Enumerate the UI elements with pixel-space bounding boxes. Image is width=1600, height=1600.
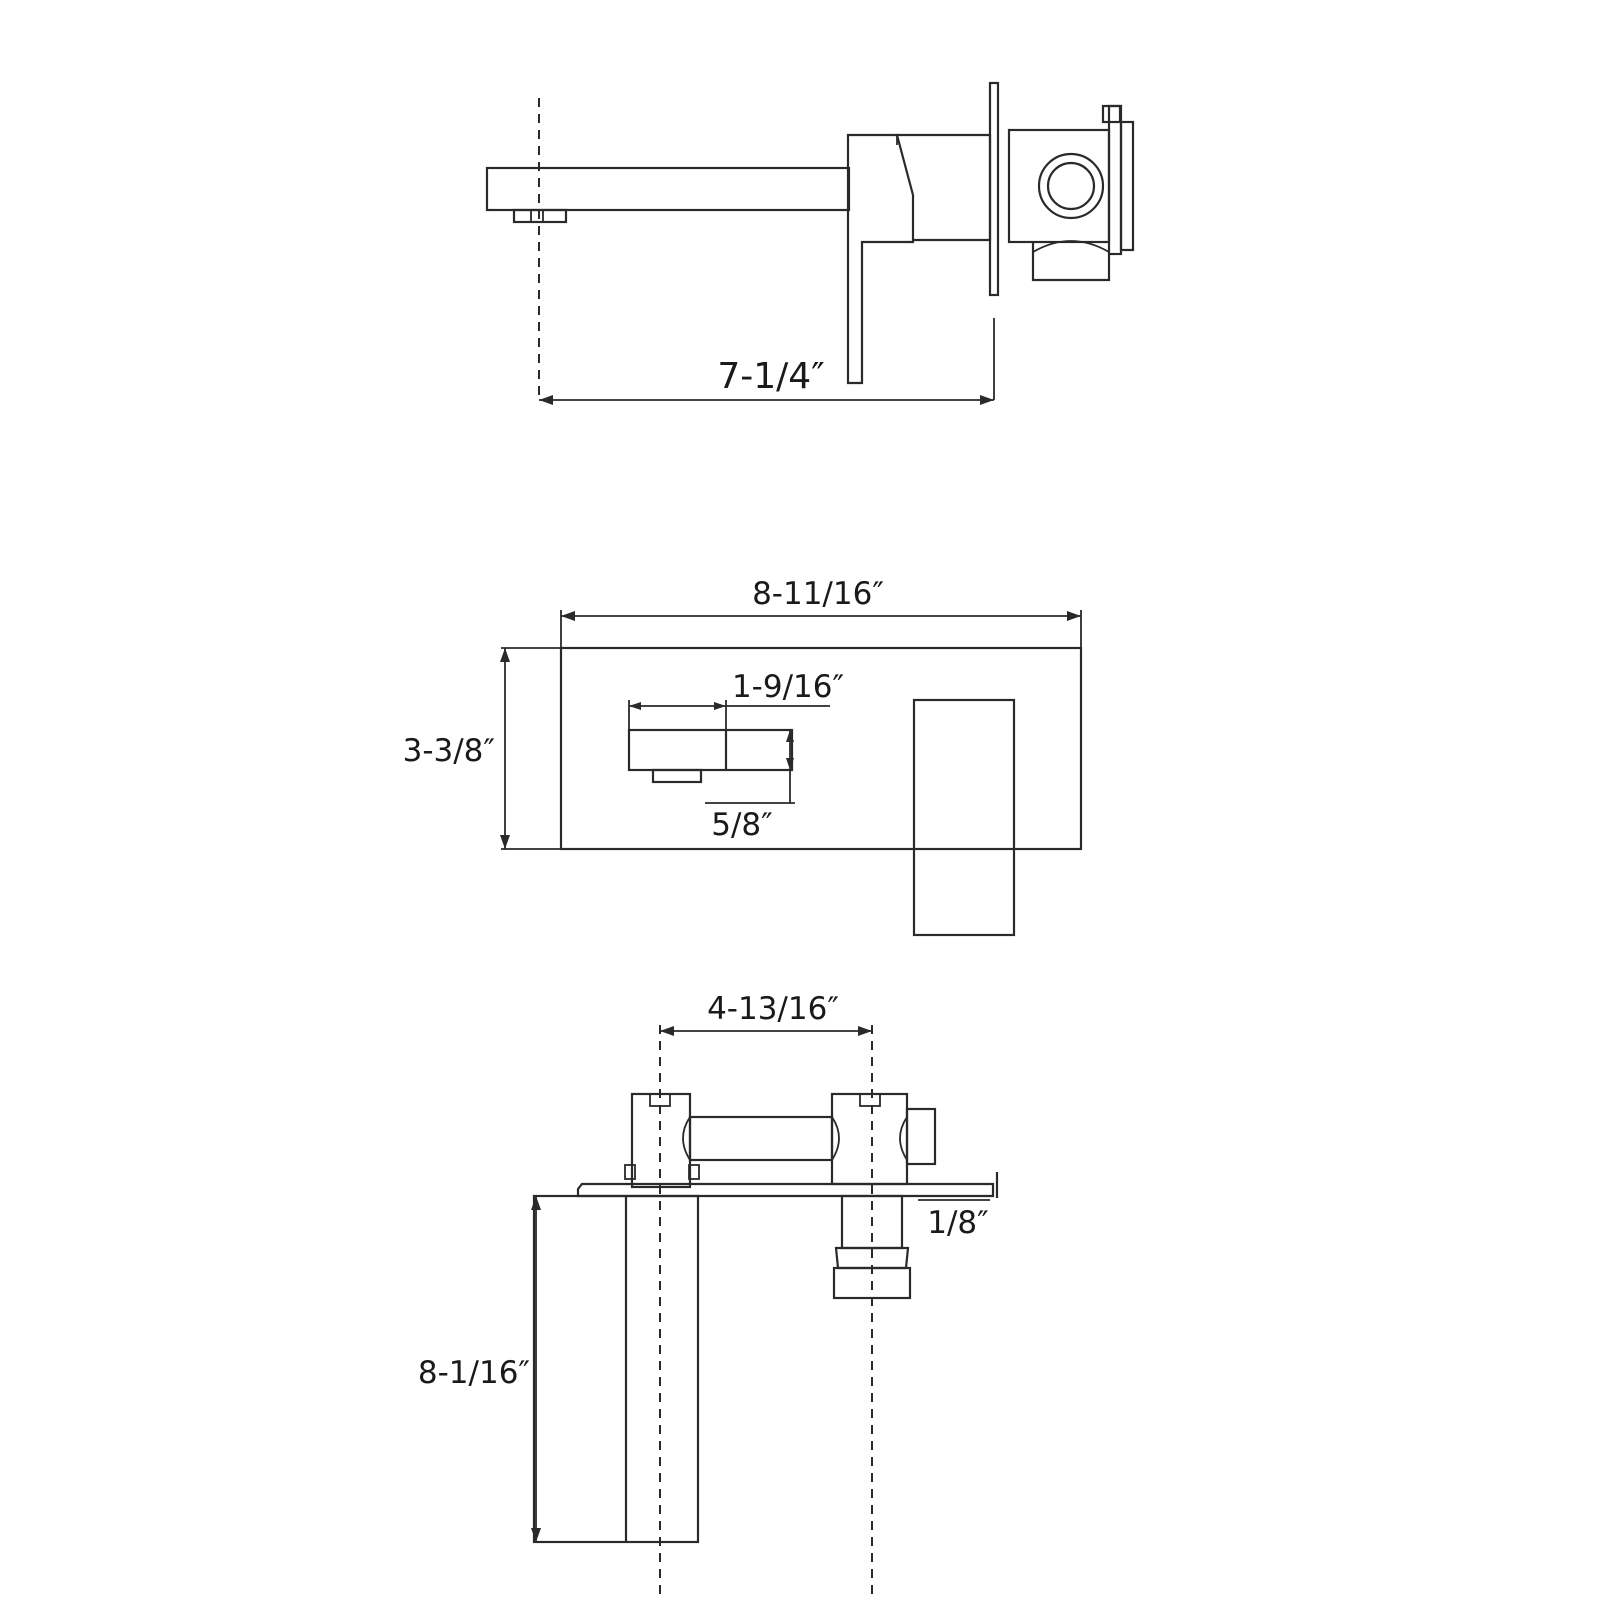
side-handle: [846, 133, 915, 385]
front-handle: [912, 698, 1016, 937]
width-arrow-right: [1067, 611, 1081, 621]
plate-thickness-label: 1/8″: [927, 1205, 988, 1241]
side-valve-outlet-curve: [1032, 240, 1110, 253]
side-valve-port-inner: [1046, 161, 1096, 211]
front-aerator: [651, 768, 703, 784]
plan-right-curve-right: [899, 1116, 908, 1161]
plan-right-curve-left: [831, 1116, 840, 1161]
plan-pipe-curve-left: [682, 1116, 691, 1161]
plan-wall-plate: [576, 1182, 995, 1198]
side-body: [895, 133, 992, 242]
spout-height-arrow-bottom: [786, 758, 794, 770]
height-arrow-top: [500, 648, 510, 662]
side-valve-cap-outer: [1119, 120, 1135, 252]
front-view: 8-11/16″ 3-3/8″ 1-9/16″ 5/8″: [403, 576, 1083, 937]
plan-left-block-cap: [649, 1093, 671, 1107]
spout-height-arrow-top: [786, 730, 794, 742]
plan-handle-knob: [832, 1266, 912, 1300]
side-aerator-inner: [530, 209, 544, 223]
height-arrow-bottom: [500, 835, 510, 849]
plan-spout: [532, 1194, 700, 1544]
side-valve-port-outer: [1037, 152, 1105, 220]
plate-height-label: 3-3/8″: [403, 733, 495, 769]
spout-height-label: 5/8″: [711, 807, 772, 843]
reach-arrow-left: [539, 395, 553, 405]
plan-right-block: [830, 1092, 909, 1186]
plan-right-cap: [905, 1107, 937, 1166]
centers-label: 4-13/16″: [707, 991, 839, 1027]
side-spout: [485, 166, 851, 212]
plan-right-block-cap: [859, 1093, 881, 1107]
side-valve-outlet: [1031, 242, 1111, 282]
spout-width-label: 1-9/16″: [732, 669, 844, 705]
side-wall-plate: [988, 81, 1000, 297]
spout-width-arrow-right: [714, 702, 726, 710]
width-arrow-left: [561, 611, 575, 621]
side-valve-cap-top: [1101, 104, 1122, 124]
side-valve-cap: [1107, 104, 1123, 256]
plate-width-label: 8-11/16″: [752, 576, 884, 612]
plan-left-lug-right: [688, 1164, 700, 1180]
centers-arrow-left: [660, 1026, 674, 1036]
reach-arrow-right: [980, 395, 994, 405]
plan-connecting-pipe: [688, 1115, 834, 1162]
length-arrow-bottom: [531, 1528, 541, 1542]
front-wall-plate: [559, 646, 1083, 851]
centers-arrow-right: [858, 1026, 872, 1036]
plan-left-lug-left: [624, 1164, 636, 1180]
front-spout-face: [627, 728, 794, 772]
length-arrow-top: [531, 1196, 541, 1210]
spout-reach-label: 7-1/4″: [717, 356, 824, 397]
plan-view: 4-13/16″ 1/8″ 8-1/16″: [418, 991, 999, 1600]
side-view: 7-1/4″: [485, 81, 1135, 405]
handle-length-label: 8-1/16″: [418, 1355, 530, 1391]
spout-width-arrow-left: [629, 702, 641, 710]
